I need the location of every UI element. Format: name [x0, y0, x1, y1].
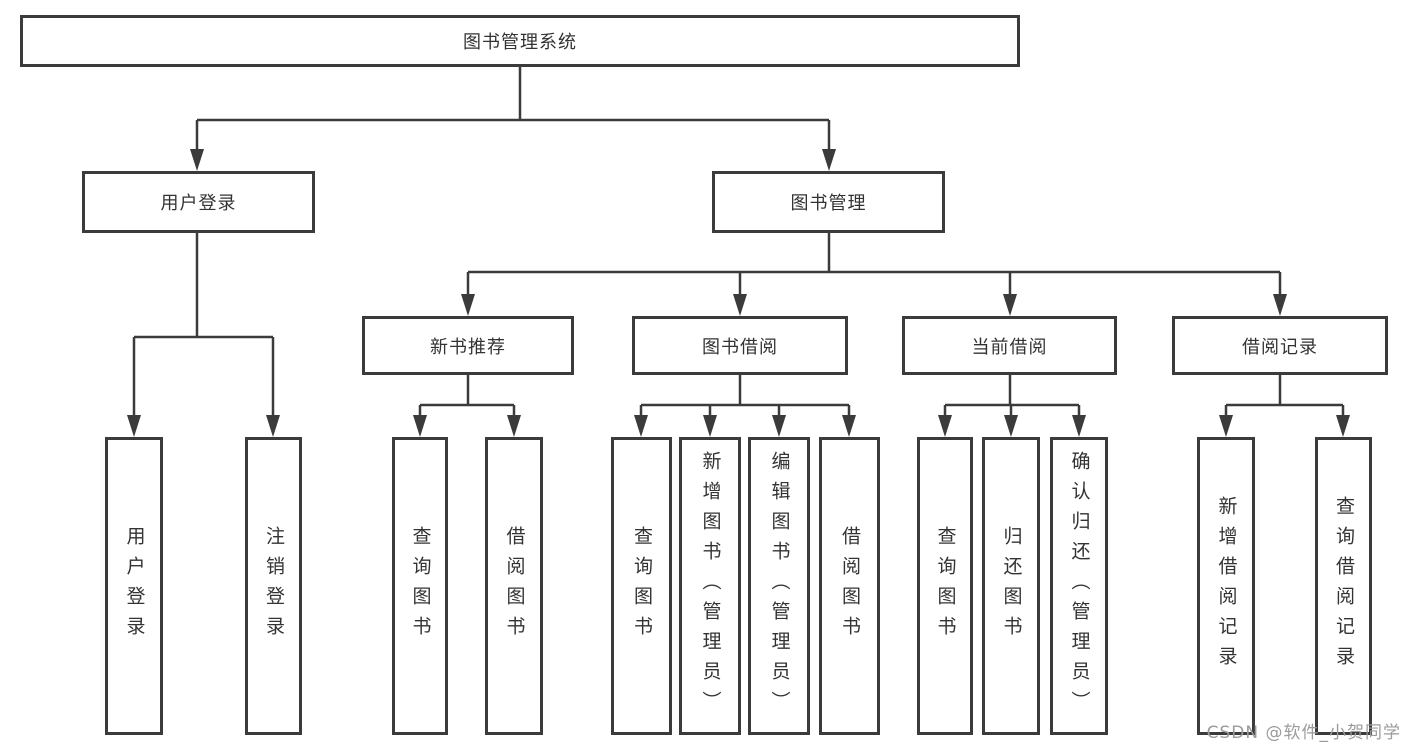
- arrowhead: [1336, 415, 1350, 437]
- csdn-watermark: CSDN @软件_小贺同学: [1206, 723, 1401, 743]
- arrowhead: [842, 415, 856, 437]
- arrowhead: [938, 415, 952, 437]
- node-book-management: 图书管理: [712, 171, 945, 233]
- leaf-query-books-2: 查询图书: [611, 437, 672, 735]
- arrowhead: [733, 294, 747, 316]
- arrowhead: [1072, 415, 1086, 437]
- leaf-label: 借阅图书: [839, 526, 861, 646]
- connector-root-to-level2: [190, 67, 836, 171]
- connector-book-borrow-to-leaves: [634, 375, 856, 437]
- connector-book-mgmt-to-level3: [461, 233, 1287, 316]
- arrowhead: [703, 415, 717, 437]
- leaf-query-books-1: 查询图书: [392, 437, 448, 735]
- arrowhead: [1003, 294, 1017, 316]
- connector-borrow-records-to-leaves: [1219, 375, 1350, 437]
- leaf-return-book: 归还图书: [982, 437, 1040, 735]
- leaf-logout: 注销登录: [245, 437, 302, 735]
- node-user-login: 用户登录: [82, 171, 315, 233]
- arrowhead: [190, 149, 204, 171]
- arrowhead: [772, 415, 786, 437]
- arrowhead: [461, 294, 475, 316]
- leaf-label: 新增借阅记录: [1215, 496, 1238, 676]
- arrowhead: [266, 415, 280, 437]
- leaf-add-book-admin: 新增图书（管理员）: [679, 437, 741, 735]
- arrowhead: [1219, 415, 1233, 437]
- leaf-query-borrow-record: 查询借阅记录: [1315, 437, 1372, 735]
- leaf-label: 借阅图书: [503, 526, 526, 646]
- leaf-label: 编辑图书（管理员）: [768, 451, 791, 721]
- node-borrow-records: 借阅记录: [1172, 316, 1388, 375]
- leaf-label: 用户登录: [123, 526, 146, 646]
- node-root: 图书管理系统: [20, 15, 1020, 67]
- leaf-label: 确认归还（管理员）: [1068, 451, 1091, 721]
- arrowhead: [634, 415, 648, 437]
- connector-new-book-rec-to-leaves: [413, 375, 521, 437]
- arrowhead: [507, 415, 521, 437]
- node-book-borrow: 图书借阅: [632, 316, 848, 375]
- leaf-user-login: 用户登录: [105, 437, 163, 735]
- arrowhead: [1273, 294, 1287, 316]
- node-current-borrow: 当前借阅: [902, 316, 1117, 375]
- leaf-label: 查询图书: [409, 526, 432, 646]
- connector-user-login-to-leaves: [127, 233, 280, 437]
- leaf-label: 归还图书: [1000, 526, 1023, 646]
- arrowhead: [413, 415, 427, 437]
- node-new-book-recommend: 新书推荐: [362, 316, 574, 375]
- leaf-label: 注销登录: [263, 526, 285, 646]
- leaf-label: 新增图书（管理员）: [699, 451, 722, 721]
- leaf-label: 查询图书: [934, 526, 957, 646]
- arrowhead: [127, 415, 141, 437]
- leaf-add-borrow-record: 新增借阅记录: [1197, 437, 1255, 735]
- arrowhead: [822, 149, 836, 171]
- leaf-confirm-return-admin: 确认归还（管理员）: [1050, 437, 1108, 735]
- connector-current-borrow-to-leaves: [938, 375, 1086, 437]
- leaf-borrow-books-1: 借阅图书: [485, 437, 543, 735]
- leaf-edit-book-admin: 编辑图书（管理员）: [748, 437, 810, 735]
- leaf-label: 查询借阅记录: [1333, 496, 1355, 676]
- leaf-borrow-books-2: 借阅图书: [819, 437, 880, 735]
- leaf-label: 查询图书: [631, 526, 653, 646]
- arrowhead: [1004, 415, 1018, 437]
- leaf-query-books-3: 查询图书: [917, 437, 973, 735]
